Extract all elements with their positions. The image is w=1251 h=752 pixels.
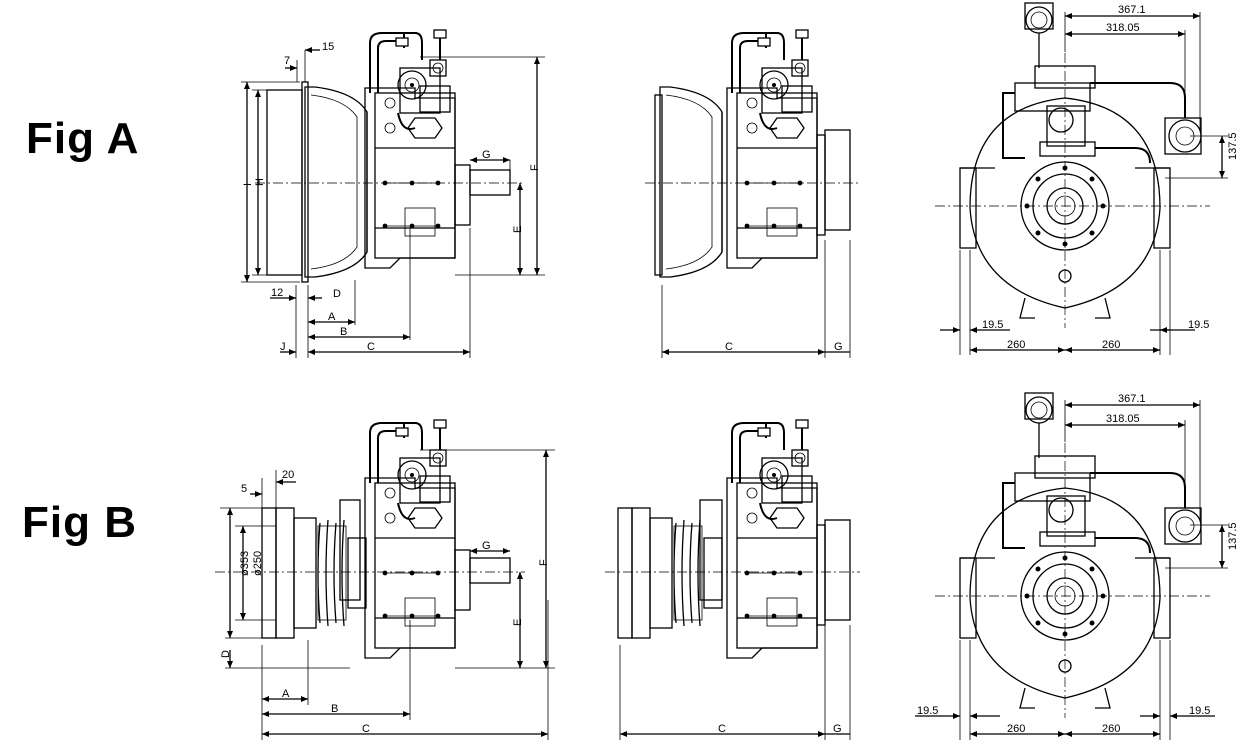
fig-b-dim-318: 318.05 [1106, 413, 1140, 425]
fig-a-label: Fig A [26, 114, 140, 163]
fig-a-label-I: I [242, 183, 254, 186]
fig-a-rear-label-G: G [834, 341, 843, 353]
fig-a-side-view [241, 29, 545, 358]
fig-b-label-E: E [512, 619, 524, 626]
fig-b-dim-5: 5 [241, 483, 247, 495]
fig-b-label-F: F [538, 559, 550, 566]
fig-a-dim-137: 137.5 [1227, 132, 1239, 160]
fig-a-dim-318: 318.05 [1106, 22, 1140, 34]
fig-b-label: Fig B [22, 498, 137, 547]
fig-a-rear-label-C: C [725, 341, 733, 353]
fig-b-rear-label-G: G [833, 723, 842, 735]
fig-b-label-D: D [220, 650, 232, 658]
fig-a-label-G: G [482, 149, 491, 161]
fig-a-label-H: H [254, 178, 266, 186]
fig-a-label-A: A [328, 311, 336, 323]
fig-b-dim-260-left: 260 [1007, 723, 1025, 735]
fig-a-dim-260-right: 260 [1102, 339, 1120, 351]
fig-b-dim-dia353: ø353 [239, 551, 251, 576]
fig-b-label-A: A [282, 688, 290, 700]
fig-a-dim-15: 15 [322, 41, 334, 53]
fig-b-dim-20: 20 [282, 469, 294, 481]
fig-a-end-view [934, 2, 1228, 355]
fig-b-dim-dia250: ø250 [252, 551, 264, 576]
fig-b-dim-260-right: 260 [1102, 723, 1120, 735]
fig-a-dim-19-5-left: 19.5 [982, 319, 1003, 331]
fig-a-dim-12: 12 [271, 287, 283, 299]
fig-b-label-C: C [362, 723, 370, 735]
fig-b-rear-view [605, 419, 860, 740]
fig-a-dim-260-left: 260 [1007, 339, 1025, 351]
fig-a-label-B: B [340, 326, 347, 338]
fig-a-label-F: F [529, 164, 541, 171]
fig-b-dim-19-5-right: 19.5 [1189, 705, 1210, 717]
fig-b-dim-137: 137.5 [1227, 522, 1239, 550]
fig-b-label-G: G [482, 540, 491, 552]
fig-a-label-C: C [367, 341, 375, 353]
fig-a-label-J: J [280, 341, 286, 353]
fig-a-rear-view [645, 29, 860, 358]
fig-b-dim-367: 367.1 [1118, 393, 1146, 405]
fig-b-label-B: B [331, 703, 338, 715]
fig-a-dim-367: 367.1 [1118, 4, 1146, 16]
fig-a-label-E: E [512, 226, 524, 233]
fig-a-label-D: D [333, 288, 341, 300]
fig-b-side-view [215, 419, 555, 740]
fig-b-end-view [915, 392, 1228, 740]
fig-b-rear-label-C: C [718, 723, 726, 735]
fig-a-dim-7: 7 [284, 55, 290, 67]
fig-b-dim-19-5-left: 19.5 [917, 705, 938, 717]
fig-a-dim-19-5-right: 19.5 [1188, 319, 1209, 331]
